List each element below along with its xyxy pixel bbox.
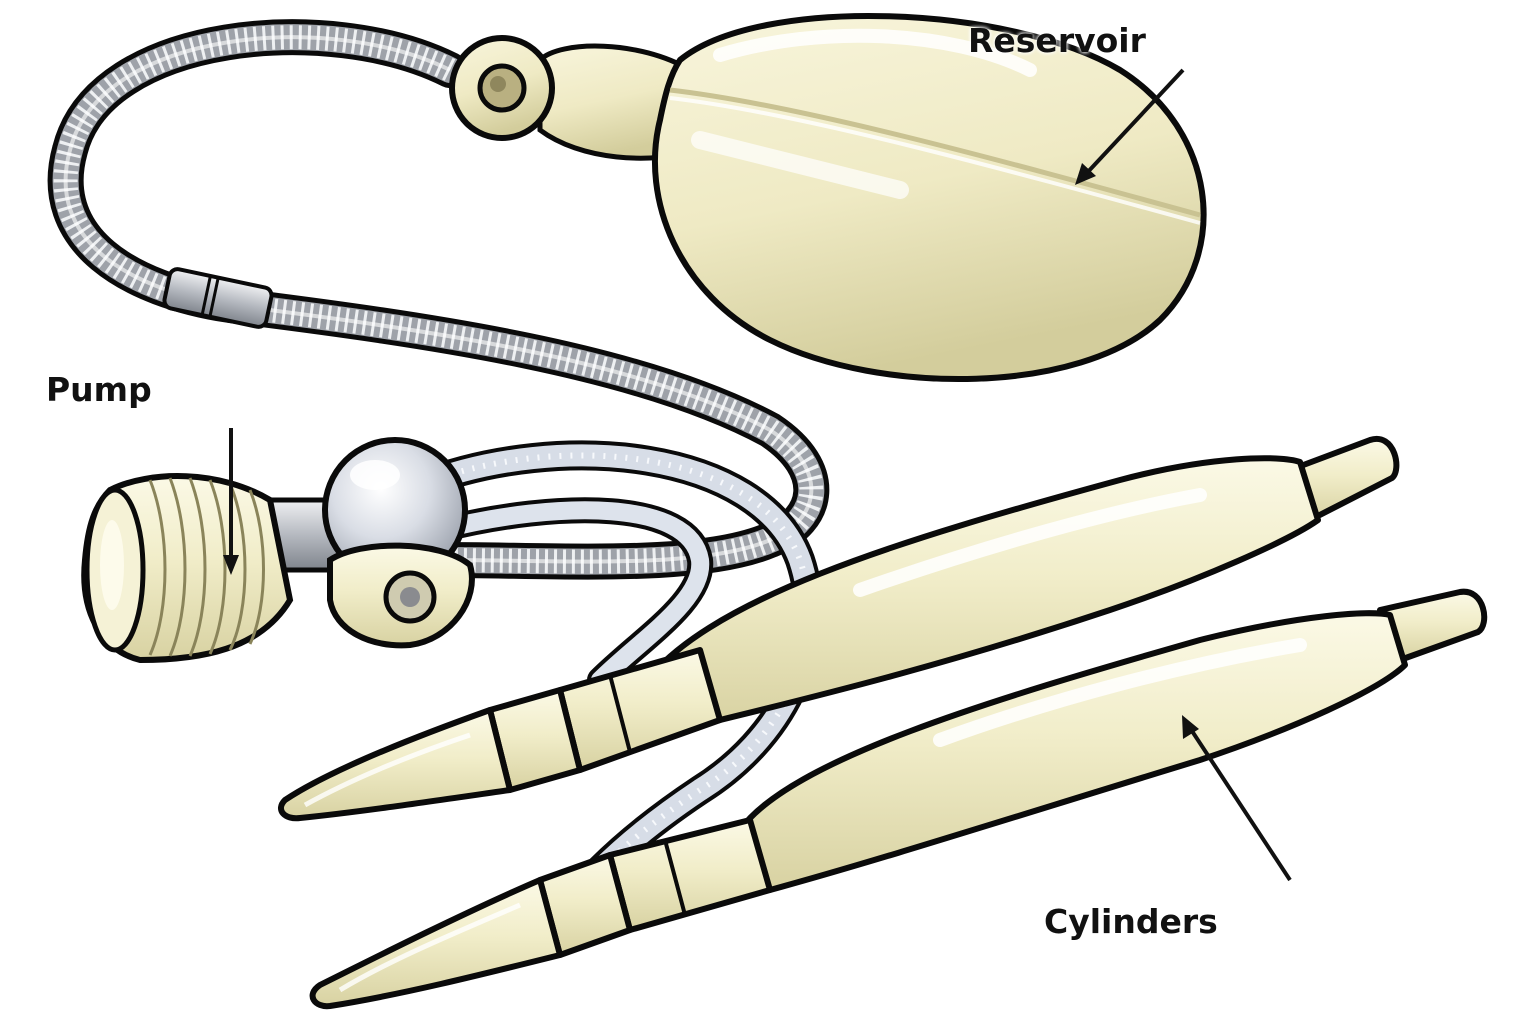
pump-label: Pump	[46, 370, 152, 409]
cylinders-label: Cylinders	[1044, 902, 1218, 941]
pump-arrow	[223, 428, 239, 575]
tube-connector	[162, 267, 274, 329]
cylinder-upper	[278, 435, 1400, 822]
reservoir-arrow	[1075, 68, 1185, 185]
callout-arrows	[223, 68, 1292, 882]
pump	[81, 437, 475, 664]
reservoir-label: Reservoir	[968, 21, 1146, 60]
cylinder-lower	[309, 588, 1488, 1010]
cylinders-arrow	[1182, 715, 1292, 882]
reservoir	[449, 12, 1207, 382]
reservoir-tubing	[47, 19, 830, 580]
